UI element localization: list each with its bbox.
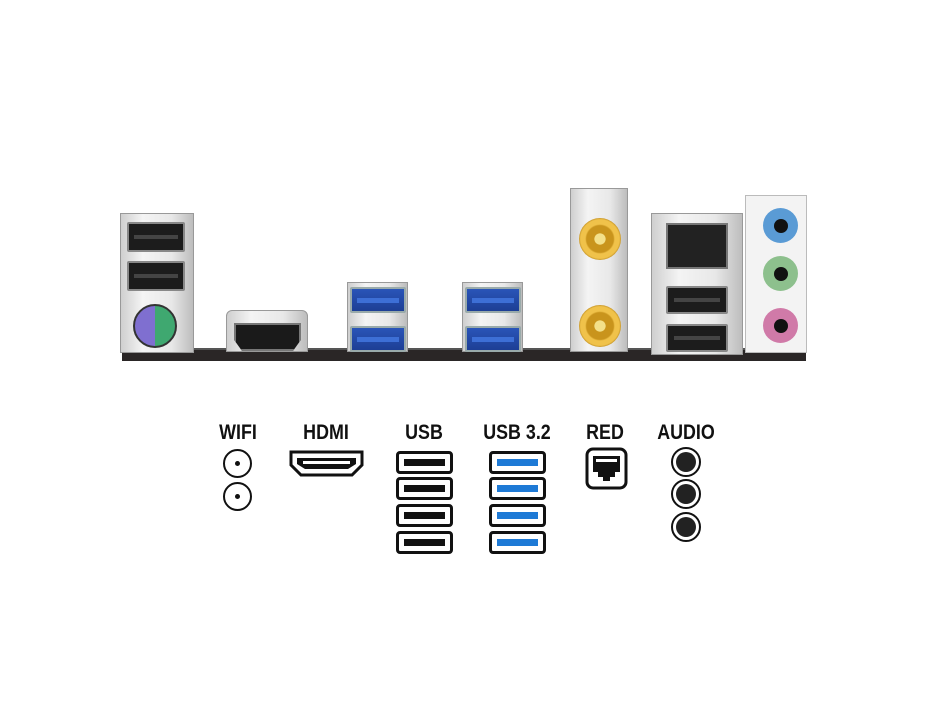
- usb3-stack: [462, 282, 523, 352]
- label-hdmi: HDMI: [303, 421, 349, 444]
- ps2-port: [133, 304, 177, 348]
- hdmi-bracket: [226, 310, 308, 352]
- wifi-bracket: [570, 188, 628, 352]
- rj45-port: [666, 223, 728, 269]
- wifi-connector-icon: [223, 449, 252, 478]
- usb32-icon: [489, 477, 546, 500]
- audio-line-out-jack: [763, 256, 798, 291]
- lan-usb-stack: [651, 213, 743, 355]
- usb3-port: [350, 326, 406, 352]
- ethernet-icon: [585, 447, 628, 490]
- hdmi-icon: [289, 450, 364, 477]
- audio-mic-jack: [763, 308, 798, 343]
- usb32-icon: [489, 531, 546, 554]
- usb3-port: [465, 287, 521, 313]
- wifi-antenna-connector: [579, 305, 621, 347]
- label-red: RED: [586, 421, 624, 444]
- usb3-port: [350, 287, 406, 313]
- usb2-port: [127, 222, 185, 252]
- audio-jack-icon: [671, 479, 701, 509]
- label-usb: USB: [405, 421, 443, 444]
- hdmi-port: [234, 323, 301, 351]
- usb2-port: [127, 261, 185, 291]
- audio-jack-icon: [671, 447, 701, 477]
- usb-icon: [396, 531, 453, 554]
- usb2-port: [666, 324, 728, 352]
- wifi-antenna-connector: [579, 218, 621, 260]
- audio-line-in-jack: [763, 208, 798, 243]
- usb3-port: [465, 326, 521, 352]
- ps2-usb-stack: [120, 213, 194, 353]
- wifi-connector-icon: [223, 482, 252, 511]
- usb2-port: [666, 286, 728, 314]
- usb32-icon: [489, 504, 546, 527]
- usb-icon: [396, 504, 453, 527]
- audio-panel: [745, 195, 807, 353]
- usb-icon: [396, 451, 453, 474]
- usb32-icon: [489, 451, 546, 474]
- audio-jack-icon: [671, 512, 701, 542]
- label-usb32: USB 3.2: [483, 421, 551, 444]
- label-audio: AUDIO: [657, 421, 715, 444]
- usb3-stack: [347, 282, 408, 352]
- label-wifi: WIFI: [219, 421, 257, 444]
- usb-icon: [396, 477, 453, 500]
